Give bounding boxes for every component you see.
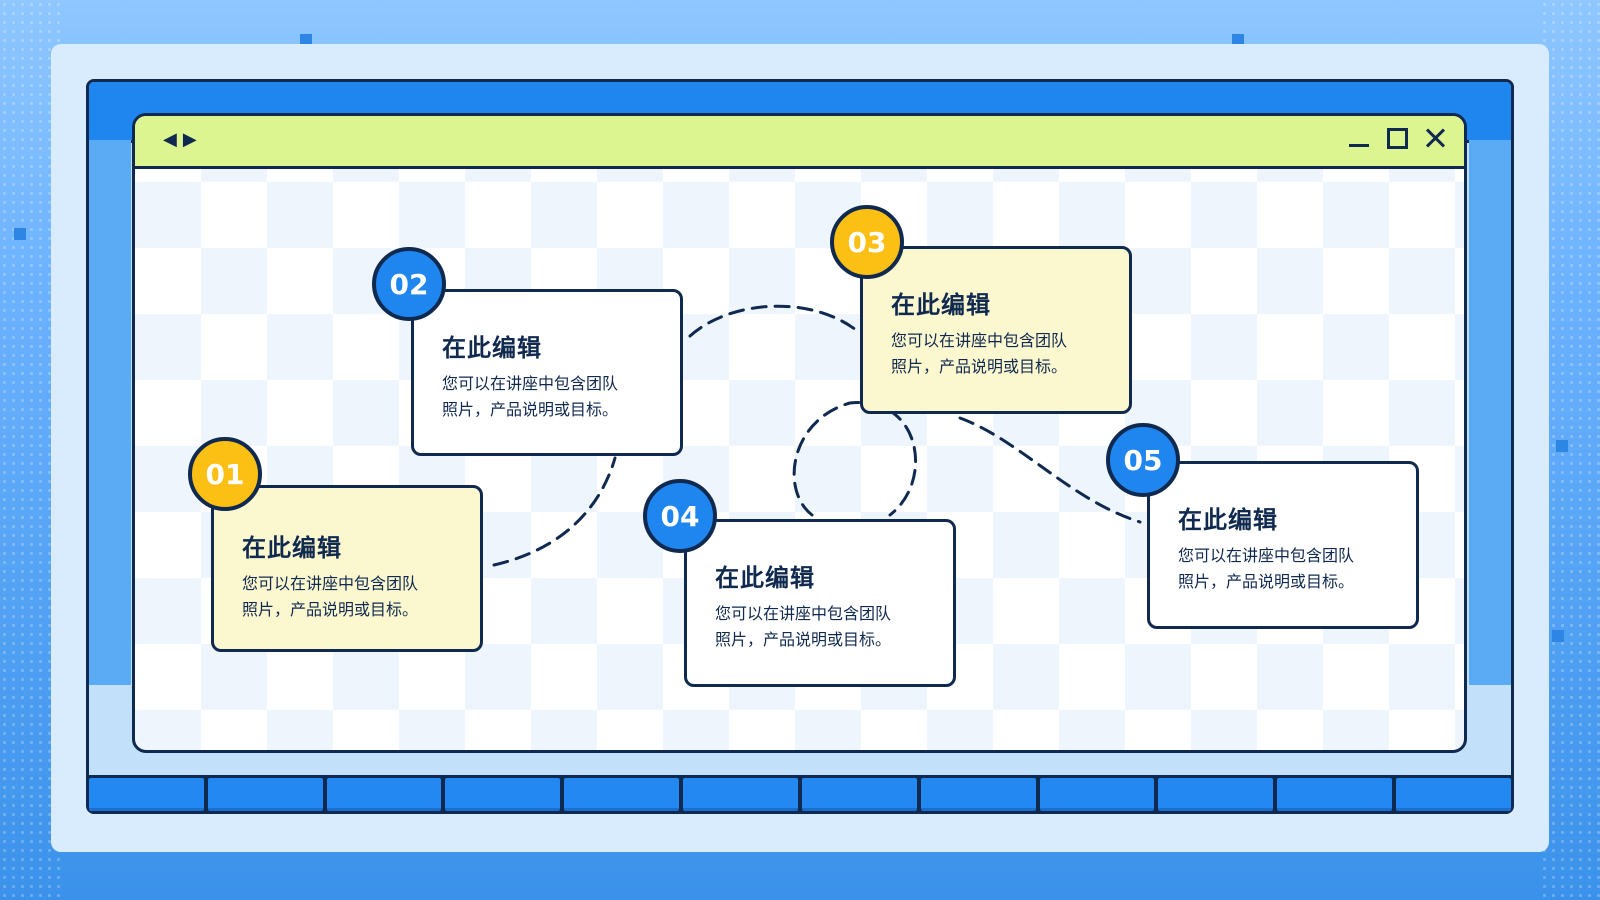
taskbar-button[interactable] [326,778,442,811]
card-title: 在此编辑 [891,291,991,319]
card-title: 在此编辑 [242,534,342,562]
pixel-decoration [300,34,312,46]
taskbar-button[interactable] [89,778,204,811]
step-badge-03: 03 [830,205,904,279]
step-card-04: 在此编辑 您可以在讲座中包含团队 照片，产品说明或目标。 [684,519,956,687]
dot-pattern-left [0,0,60,900]
taskbar-button[interactable] [683,778,798,811]
taskbar-button[interactable] [920,778,1036,811]
card-text: 您可以在讲座中包含团队 照片，产品说明或目标。 [715,604,892,649]
card-text: 您可以在讲座中包含团队 照片，产品说明或目标。 [1178,546,1355,591]
maximize-icon[interactable] [1384,125,1410,151]
step-badge-02: 02 [372,247,446,321]
card-title: 在此编辑 [442,334,542,362]
taskbar-button[interactable] [1277,778,1393,811]
step-card-05: 在此编辑 您可以在讲座中包含团队 照片，产品说明或目标。 [1147,461,1419,629]
step-card-01: 在此编辑 您可以在讲座中包含团队 照片，产品说明或目标。 [211,485,483,652]
card-title: 在此编辑 [715,564,815,592]
step-card-03: 在此编辑 您可以在讲座中包含团队 照片，产品说明或目标。 [860,246,1132,414]
window-controls [1346,125,1448,151]
pixel-decoration [1552,630,1564,642]
arrow-left-icon[interactable]: ◀ [163,129,177,150]
pixel-decoration [14,228,26,240]
step-badge-04: 04 [643,479,717,553]
desktop-left-panel [89,140,131,685]
step-card-02: 在此编辑 您可以在讲座中包含团队 照片，产品说明或目标。 [411,289,683,456]
pixel-decoration [1232,34,1244,46]
step-badge-05: 05 [1106,423,1180,497]
arrow-right-icon[interactable]: ▶ [182,129,197,150]
minimize-icon[interactable] [1346,125,1372,151]
taskbar-button[interactable] [1039,778,1155,811]
nav-arrows: ◀ ▶ [163,128,197,152]
taskbar-button[interactable] [207,778,323,811]
taskbar [89,775,1511,811]
taskbar-button[interactable] [801,778,917,811]
taskbar-button[interactable] [1396,778,1511,811]
desktop-right-panel [1469,140,1511,685]
taskbar-button[interactable] [1158,778,1274,811]
card-text: 您可以在讲座中包含团队 照片，产品说明或目标。 [242,574,419,619]
taskbar-button[interactable] [445,778,561,811]
dot-pattern-right [1540,0,1600,900]
card-text: 您可以在讲座中包含团队 照片，产品说明或目标。 [442,374,619,419]
taskbar-button[interactable] [564,778,680,811]
step-badge-01: 01 [188,437,262,511]
close-icon[interactable] [1422,125,1448,151]
pixel-decoration [1556,440,1568,452]
window-titlebar: ◀ ▶ [135,116,1464,169]
card-title: 在此编辑 [1178,506,1278,534]
card-text: 您可以在讲座中包含团队 照片，产品说明或目标。 [891,331,1068,376]
